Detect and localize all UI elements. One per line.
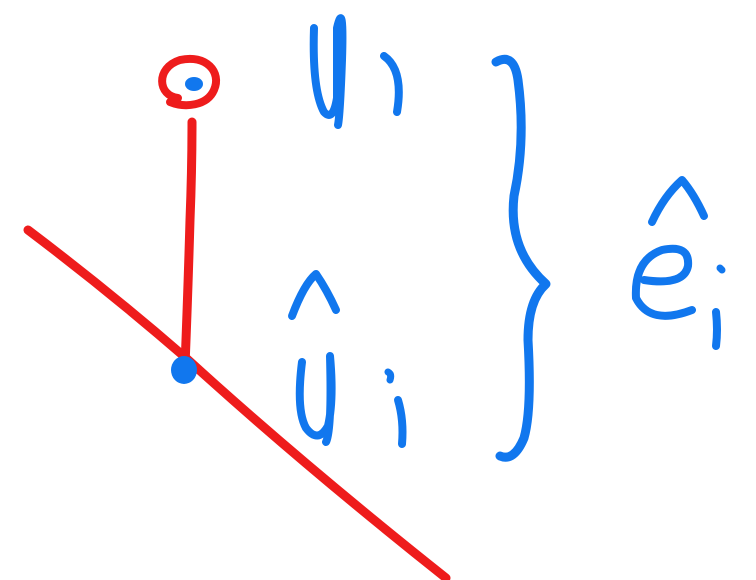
fitted-point-dot [171,356,197,384]
regression-line [23,225,451,580]
residual-segment [180,117,197,371]
fitted-y-label [288,270,407,448]
observed-y-label: y [309,14,403,129]
residual-e-label [631,176,726,350]
curly-brace [491,54,551,462]
observed-point-circle [158,54,220,110]
observed-point-dot [185,77,203,91]
